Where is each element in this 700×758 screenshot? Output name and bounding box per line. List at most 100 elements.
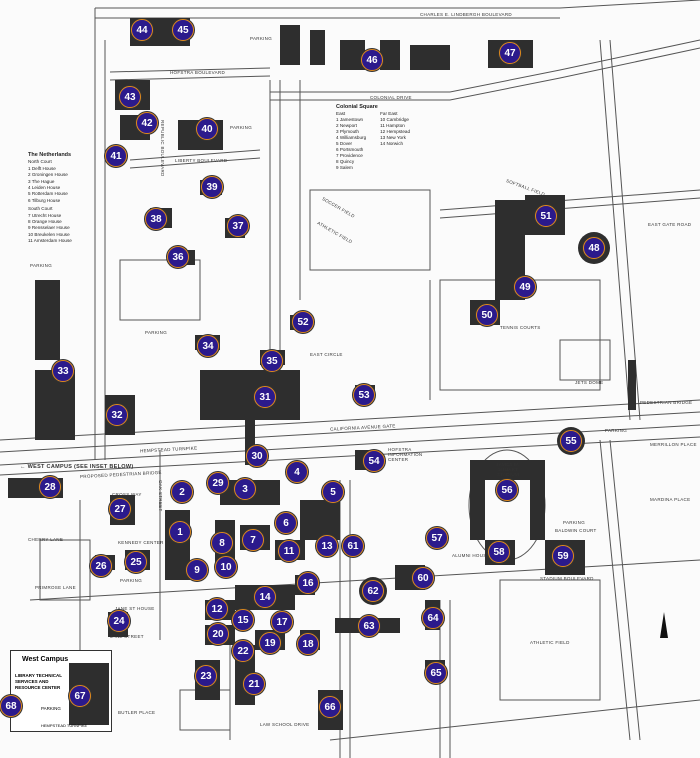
street-colonial-drive: Colonial Drive xyxy=(370,95,412,100)
label-info-center: Hofstra Information Center xyxy=(388,447,423,462)
building-marker-47[interactable]: 47 xyxy=(499,42,521,64)
building-marker-35[interactable]: 35 xyxy=(261,350,283,372)
street-butler-place: Butler Place xyxy=(118,710,156,715)
building-marker-46[interactable]: 46 xyxy=(361,49,383,71)
building-marker-61[interactable]: 61 xyxy=(342,535,364,557)
building-marker-20[interactable]: 20 xyxy=(207,623,229,645)
building-marker-52[interactable]: 52 xyxy=(292,311,314,333)
building-marker-33[interactable]: 33 xyxy=(52,360,74,382)
building-marker-56[interactable]: 56 xyxy=(496,479,518,501)
building-marker-10[interactable]: 10 xyxy=(215,556,237,578)
building-marker-36[interactable]: 36 xyxy=(167,246,189,268)
building-marker-50[interactable]: 50 xyxy=(476,304,498,326)
colonial-square-legend: Colonial Square East 1 Jamestown 2 Newpo… xyxy=(336,104,410,171)
label-jets-dome: Jets Dome xyxy=(575,380,604,385)
building-marker-39[interactable]: 39 xyxy=(201,176,223,198)
inset-parking-label: Parking xyxy=(41,706,61,711)
building-marker-59[interactable]: 59 xyxy=(552,545,574,567)
building-marker-49[interactable]: 49 xyxy=(514,276,536,298)
building-marker-58[interactable]: 58 xyxy=(488,541,510,563)
building-marker-43[interactable]: 43 xyxy=(119,86,141,108)
building-marker-13[interactable]: 13 xyxy=(316,535,338,557)
building-marker-2[interactable]: 2 xyxy=(171,481,193,503)
label-west-campus-arrow[interactable]: ← West Campus (see inset below) xyxy=(20,464,134,470)
street-east-circle: East Circle xyxy=(310,352,343,357)
label-parking: Parking xyxy=(230,125,253,130)
building-marker-55[interactable]: 55 xyxy=(560,430,582,452)
inset-title: West Campus xyxy=(22,656,69,663)
building-marker-41[interactable]: 41 xyxy=(105,145,127,167)
building-marker-63[interactable]: 63 xyxy=(358,615,380,637)
building-marker-4[interactable]: 4 xyxy=(286,461,308,483)
building-marker-38[interactable]: 38 xyxy=(145,208,167,230)
building-marker-14[interactable]: 14 xyxy=(254,586,276,608)
building-marker-42[interactable]: 42 xyxy=(136,112,158,134)
north-court-label: North Court xyxy=(28,159,52,165)
building-marker-34[interactable]: 34 xyxy=(197,335,219,357)
building-marker-30[interactable]: 30 xyxy=(246,445,268,467)
building-marker-40[interactable]: 40 xyxy=(196,118,218,140)
building-marker-64[interactable]: 64 xyxy=(422,607,444,629)
building-marker-11[interactable]: 11 xyxy=(278,540,300,562)
building-marker-37[interactable]: 37 xyxy=(227,215,249,237)
building-marker-31[interactable]: 31 xyxy=(254,386,276,408)
building-marker-54[interactable]: 54 xyxy=(363,450,385,472)
legend-item: 2 Groningen House xyxy=(28,172,68,178)
building-marker-6[interactable]: 6 xyxy=(275,512,297,534)
building-marker-62[interactable]: 62 xyxy=(362,580,384,602)
building-marker-19[interactable]: 19 xyxy=(259,632,281,654)
label-jane-st-house: Jane St House xyxy=(115,606,155,611)
building-marker-45[interactable]: 45 xyxy=(172,19,194,41)
building-marker-48[interactable]: 48 xyxy=(583,237,605,259)
building-marker-22[interactable]: 22 xyxy=(232,640,254,662)
building-marker-67[interactable]: 67 xyxy=(69,685,91,707)
building-marker-16[interactable]: 16 xyxy=(297,572,319,594)
building-marker-29[interactable]: 29 xyxy=(207,472,229,494)
building-marker-32[interactable]: 32 xyxy=(106,404,128,426)
netherlands-title: The Netherlands xyxy=(28,152,72,158)
building-marker-27[interactable]: 27 xyxy=(109,498,131,520)
building-marker-26[interactable]: 26 xyxy=(90,555,112,577)
building-marker-28[interactable]: 28 xyxy=(39,476,61,498)
north-arrow-icon xyxy=(660,612,668,638)
building-marker-24[interactable]: 24 xyxy=(108,610,130,632)
building-marker-44[interactable]: 44 xyxy=(131,19,153,41)
legend-item: 11 Amsterdam House xyxy=(28,238,72,244)
building-marker-9[interactable]: 9 xyxy=(186,559,208,581)
building-marker-60[interactable]: 60 xyxy=(412,567,434,589)
label-pedestrian-bridge: Pedestrian Bridge xyxy=(640,400,693,405)
far-east-label: Far East xyxy=(380,111,398,116)
building-marker-21[interactable]: 21 xyxy=(243,673,265,695)
building-marker-51[interactable]: 51 xyxy=(535,205,557,227)
street-law-school-drive: Law School Drive xyxy=(260,722,310,727)
legend-item: 4 Leiden House xyxy=(28,185,61,191)
legend-item: 12 Hempstead xyxy=(380,129,411,134)
street-hofstra-blvd: Hofstra Boulevard xyxy=(170,70,226,75)
building-marker-68[interactable]: 68 xyxy=(0,695,22,717)
label-tennis-courts: Tennis Courts xyxy=(500,325,541,330)
building-marker-8[interactable]: 8 xyxy=(211,532,233,554)
street-cross-way: Cross Way xyxy=(112,492,142,497)
building-marker-17[interactable]: 17 xyxy=(271,611,293,633)
building-marker-18[interactable]: 18 xyxy=(297,633,319,655)
building-marker-12[interactable]: 12 xyxy=(206,598,228,620)
street-mardina-place: Mardina Place xyxy=(650,497,691,502)
label-alumni-house: Alumni House xyxy=(452,553,490,558)
building-marker-53[interactable]: 53 xyxy=(353,384,375,406)
legend-item: 8 Quincy xyxy=(336,159,355,164)
legend-item: 5 Rotterdam House xyxy=(28,191,68,197)
building-marker-5[interactable]: 5 xyxy=(322,481,344,503)
building-marker-15[interactable]: 15 xyxy=(232,609,254,631)
building-marker-1[interactable]: 1 xyxy=(169,521,191,543)
label-baldwin-court: Baldwin Court xyxy=(555,528,597,533)
building-marker-3[interactable]: 3 xyxy=(234,478,256,500)
building-marker-57[interactable]: 57 xyxy=(426,527,448,549)
building-marker-7[interactable]: 7 xyxy=(242,529,264,551)
building-marker-25[interactable]: 25 xyxy=(125,551,147,573)
building-marker-65[interactable]: 65 xyxy=(425,662,447,684)
building-marker-66[interactable]: 66 xyxy=(319,696,341,718)
building-marker-23[interactable]: 23 xyxy=(195,665,217,687)
inset-library-label: Library Technical Services and Resource … xyxy=(15,673,62,690)
legend-item: 2 Newport xyxy=(336,123,357,128)
